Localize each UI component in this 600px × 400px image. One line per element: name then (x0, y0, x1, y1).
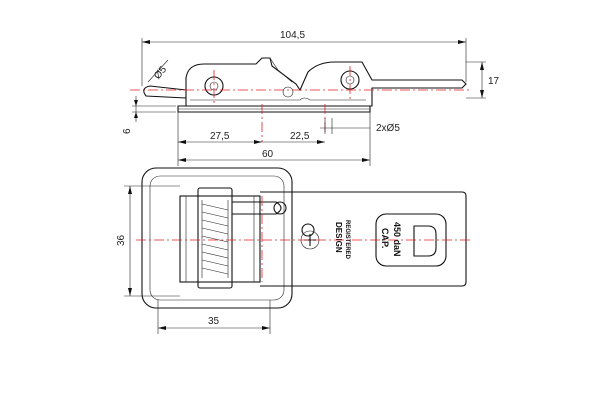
dim-height: 17 (488, 76, 500, 87)
dim-spring-width: 35 (208, 316, 220, 327)
capacity-slot (413, 225, 437, 257)
side-hook (143, 85, 187, 99)
top-view: DESIGN REGISTERED CAP. 450 daN 36 35 (116, 167, 470, 334)
dim-pin-offset: 27,5 (210, 131, 230, 142)
dim-mount-holes: 2xØ5 (376, 123, 400, 134)
top-base-plate (141, 167, 293, 309)
dim-hole-diameter: Ø5 (152, 64, 169, 82)
top-spring-frame (179, 195, 261, 283)
side-view: 104,5 17 Ø5 6 27,5 22,5 2xØ5 60 (122, 30, 500, 166)
side-lever-body (185, 57, 467, 107)
top-lever-plate (260, 191, 467, 287)
top-pin (273, 201, 287, 215)
design-text: DESIGN (334, 222, 343, 253)
dim-overall-length: 104,5 (280, 30, 305, 41)
dim-thickness: 6 (122, 128, 133, 134)
capacity-label: CAP. (380, 228, 390, 248)
dim-width: 36 (116, 234, 127, 246)
logo-icon (300, 223, 320, 250)
capacity-value: 450 daN (392, 222, 402, 257)
dim-hole-spacing: 22,5 (290, 131, 310, 142)
spring (197, 187, 233, 289)
dim-base-length: 60 (262, 149, 274, 160)
